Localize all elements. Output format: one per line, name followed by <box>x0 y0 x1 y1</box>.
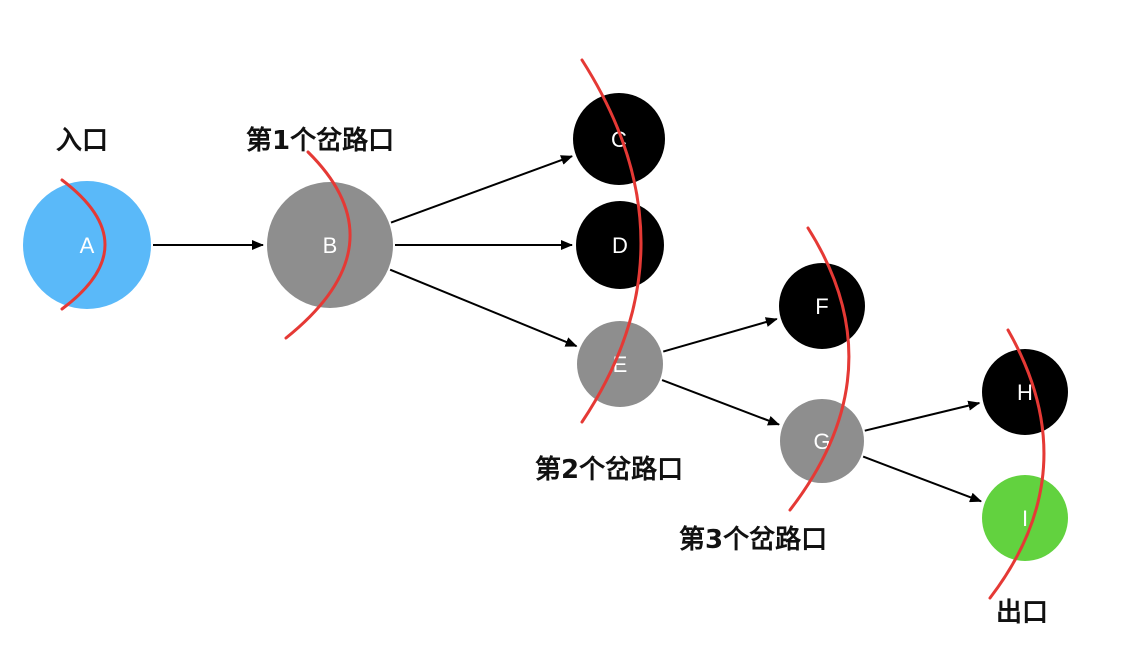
exit-caption: 出口 <box>996 598 1048 628</box>
node-c-circle <box>573 93 665 185</box>
edge-g-h <box>864 400 981 432</box>
edges <box>153 155 982 503</box>
node-d: D <box>576 201 664 289</box>
cut-line-b <box>284 150 352 340</box>
node-f: F <box>779 263 865 349</box>
node-i: I <box>982 475 1068 561</box>
node-g-circle <box>780 399 864 483</box>
node-i-circle <box>982 475 1068 561</box>
fork3-caption: 第3个岔路口 <box>679 524 827 555</box>
entry-caption: 入口 <box>56 126 108 156</box>
cut-line-g <box>788 226 851 512</box>
node-h-circle <box>982 349 1068 435</box>
node-g: G <box>780 399 864 483</box>
edge-b-e <box>389 268 578 348</box>
node-e: E <box>577 321 663 407</box>
node-a-label: A <box>80 233 95 258</box>
edge-b-c <box>390 155 573 224</box>
cut-lines <box>60 58 1046 600</box>
fork2-caption: 第2个岔路口 <box>535 454 683 485</box>
node-d-label: D <box>612 233 628 258</box>
fork1-caption: 第1个岔路口 <box>246 125 394 156</box>
cut-line-i <box>988 328 1046 600</box>
node-f-label: F <box>815 294 828 319</box>
node-a: A <box>23 181 151 309</box>
node-h: H <box>982 349 1068 435</box>
node-b-label: B <box>323 233 338 258</box>
node-d-circle <box>576 201 664 289</box>
node-h-label: H <box>1017 380 1033 405</box>
nodes: A B C D E F G H I <box>23 93 1068 561</box>
node-i-label: I <box>1022 506 1028 531</box>
cut-line-e <box>580 58 643 424</box>
edge-e-g <box>661 379 780 426</box>
node-e-circle <box>577 321 663 407</box>
node-b: B <box>267 182 393 308</box>
node-f-circle <box>779 263 865 349</box>
node-b-circle <box>267 182 393 308</box>
node-a-circle <box>23 181 151 309</box>
edge-g-i <box>862 455 982 503</box>
edge-e-f <box>662 317 778 353</box>
node-g-label: G <box>813 429 830 454</box>
node-c: C <box>573 93 665 185</box>
cut-line-a <box>60 178 107 311</box>
